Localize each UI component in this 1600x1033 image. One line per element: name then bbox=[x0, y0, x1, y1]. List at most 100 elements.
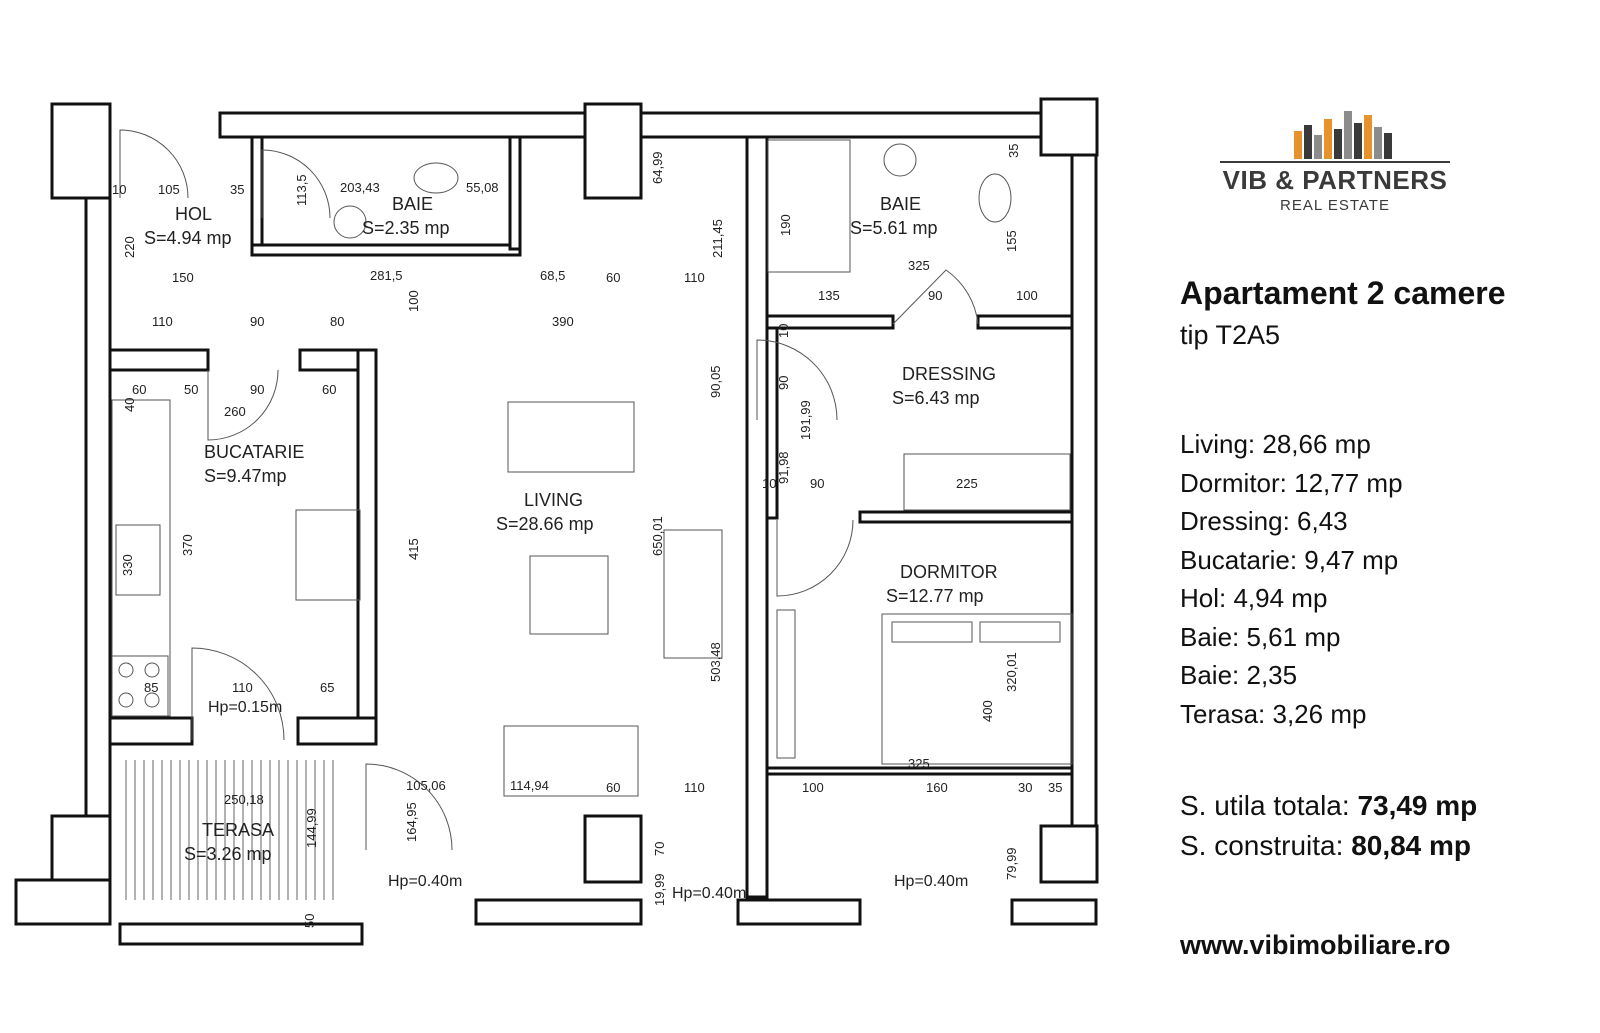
dimension-label: 65 bbox=[320, 680, 334, 695]
sofa bbox=[507, 401, 635, 473]
dimension-label: 90 bbox=[928, 288, 942, 303]
wall-terrace-left bbox=[14, 878, 112, 926]
wall-kitchen-bottom-left bbox=[108, 716, 194, 746]
skyline-bar bbox=[1334, 129, 1342, 159]
dimension-label: 260 bbox=[224, 404, 246, 419]
burner-1 bbox=[118, 662, 134, 678]
doors bbox=[119, 129, 979, 851]
room-living-area: S=28.66 mp bbox=[496, 514, 594, 534]
area-item: Bucatarie: 9,47 mp bbox=[1180, 544, 1399, 575]
dimension-label: 150 bbox=[172, 270, 194, 285]
dimension-label: 80 bbox=[330, 314, 344, 329]
wall-bottom-mid bbox=[736, 898, 862, 926]
dimension-label: 281,5 bbox=[370, 268, 403, 283]
dressing-shelf bbox=[903, 453, 1071, 511]
area-item: Living: 28,66 mp bbox=[1180, 429, 1371, 459]
wall-kitchen-right bbox=[356, 348, 378, 746]
interior-walls bbox=[108, 135, 1074, 899]
dimension-label: 60 bbox=[606, 270, 620, 285]
height-kitchen: Hp=0.15m bbox=[208, 699, 282, 716]
skyline-bar bbox=[1324, 119, 1332, 159]
door-dressing bbox=[756, 339, 838, 421]
dimension-label: 35 bbox=[1048, 780, 1062, 795]
wall-terrace-floor bbox=[118, 922, 364, 946]
room-hol-name: HOL bbox=[175, 204, 212, 224]
pillow-right bbox=[979, 621, 1061, 643]
burner-2 bbox=[144, 662, 160, 678]
dimension-label: 90 bbox=[776, 376, 791, 390]
dimension-label: 30 bbox=[1018, 780, 1032, 795]
total-useful-label: S. utila totala: bbox=[1180, 790, 1350, 821]
dimension-label: 110 bbox=[684, 780, 705, 795]
dimension-label: 325 bbox=[908, 258, 930, 273]
total-built-value: 80,84 mp bbox=[1351, 830, 1472, 861]
toilet-large bbox=[978, 173, 1012, 223]
brand-tagline: REAL ESTATE bbox=[1280, 197, 1390, 214]
pillar-bottom-right bbox=[1039, 824, 1099, 884]
dimension-label: 220 bbox=[122, 236, 137, 258]
dimension-label: 225 bbox=[956, 476, 978, 491]
skyline-bar bbox=[1364, 115, 1372, 159]
wall-bath-bottom-left bbox=[765, 314, 895, 330]
dimension-label: 19,99 bbox=[652, 873, 667, 906]
dimension-label: 415 bbox=[406, 538, 421, 560]
dimension-label: 91,98 bbox=[776, 451, 791, 484]
website-link[interactable]: www.vibimobiliare.ro bbox=[1180, 930, 1451, 960]
total-useful: S. utila totala: 73,49 mp bbox=[1180, 790, 1477, 822]
dimension-label: 64,99 bbox=[650, 151, 665, 184]
dimension-label: 10 bbox=[112, 182, 126, 197]
total-useful-value: 73,49 mp bbox=[1357, 790, 1478, 821]
dimension-label: 320,01 bbox=[1004, 652, 1019, 692]
dimension-label: 135 bbox=[818, 288, 840, 303]
wall-bottom-left bbox=[474, 898, 643, 926]
fixtures bbox=[111, 139, 1073, 797]
burner-3 bbox=[118, 692, 134, 708]
skyline-bar bbox=[1304, 125, 1312, 159]
room-baie-large-area: S=5.61 mp bbox=[850, 218, 938, 238]
dimension-label: 60 bbox=[132, 382, 146, 397]
wall-small-bath bbox=[250, 135, 264, 251]
dimension-label: 60 bbox=[322, 382, 336, 397]
bed bbox=[881, 613, 1073, 765]
dimension-label: 370 bbox=[180, 534, 195, 556]
door-bath-large bbox=[892, 269, 979, 325]
listing-panel: VIB & PARTNERS REAL ESTATE Apartament 2 … bbox=[1180, 0, 1580, 1033]
listing-subtitle: tip T2A5 bbox=[1180, 320, 1281, 350]
pillar-top-left bbox=[50, 102, 112, 200]
height-bedroom: Hp=0.40m bbox=[894, 873, 968, 890]
toilet-small bbox=[413, 162, 459, 194]
logo-divider bbox=[1220, 161, 1450, 163]
area-item: Dressing: 6,43 bbox=[1180, 506, 1348, 536]
dimension-label: 100 bbox=[1016, 288, 1038, 303]
area-item: Baie: 5,61 mp bbox=[1180, 621, 1341, 652]
area-item: Dormitor: 12,77 mp bbox=[1180, 467, 1403, 498]
pillow-left bbox=[891, 621, 973, 643]
room-baie-small-area: S=2.35 mp bbox=[362, 218, 450, 238]
coffee-table bbox=[529, 555, 609, 635]
bathtub bbox=[767, 139, 851, 273]
dimension-label: 110 bbox=[232, 680, 253, 695]
dimension-label: 79,99 bbox=[1004, 847, 1019, 880]
dimension-label: 203,43 bbox=[340, 180, 380, 195]
dimension-label: 164,95 bbox=[404, 802, 419, 842]
dimension-label: 10 bbox=[762, 476, 776, 491]
room-baie-large-name: BAIE bbox=[880, 194, 921, 214]
room-living-name: LIVING bbox=[524, 490, 583, 510]
door-kitchen bbox=[207, 369, 279, 441]
room-baie-small-name: BAIE bbox=[392, 194, 433, 214]
door-terrace bbox=[191, 647, 285, 741]
door-bedroom bbox=[776, 519, 854, 597]
total-built-label: S. construita: bbox=[1180, 830, 1344, 861]
wall-bath-bottom-right bbox=[976, 314, 1074, 330]
total-built: S. construita: 80,84 mp bbox=[1180, 830, 1471, 862]
skyline-bar bbox=[1374, 127, 1382, 159]
dimension-label: 144,99 bbox=[304, 808, 319, 848]
logo-skyline-icon bbox=[1294, 111, 1392, 159]
wall-right bbox=[1070, 148, 1098, 832]
dimension-label: 390 bbox=[552, 314, 574, 329]
dimension-label: 155 bbox=[1004, 230, 1019, 252]
dimension-label: 60 bbox=[606, 780, 620, 795]
area-item: Hol: 4,94 mp bbox=[1180, 583, 1328, 613]
area-item: Baie: 2,35 bbox=[1180, 660, 1298, 690]
pillar-top-mid bbox=[583, 102, 643, 200]
